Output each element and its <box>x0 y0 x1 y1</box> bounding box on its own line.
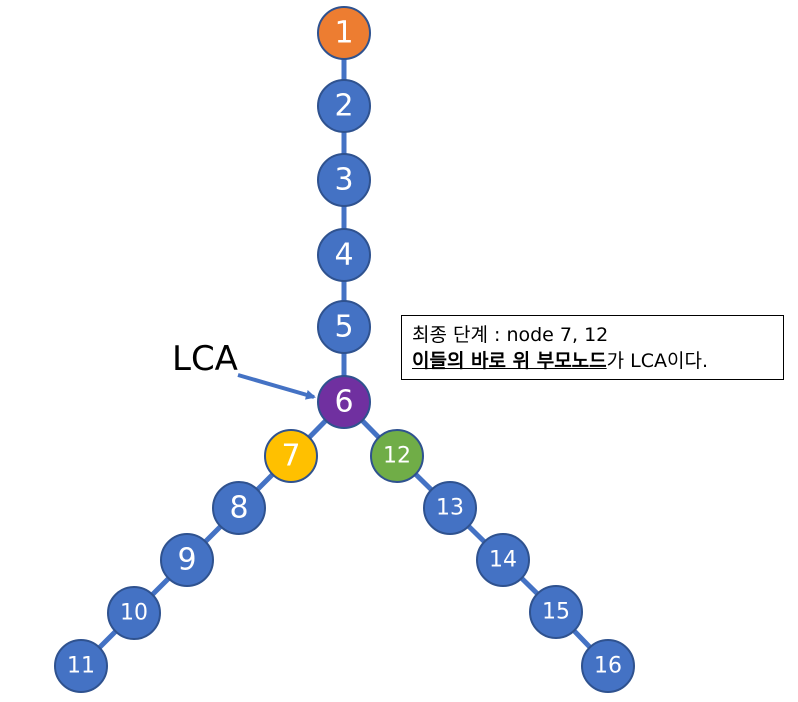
node-14: 14 <box>476 533 530 587</box>
node-4: 4 <box>317 228 371 282</box>
node-10: 10 <box>107 586 161 640</box>
node-circle-1 <box>317 6 371 60</box>
lca-arrow <box>237 373 316 400</box>
node-2: 2 <box>317 79 371 133</box>
node-label-7: 7 <box>281 439 300 474</box>
node-11: 11 <box>54 639 108 693</box>
node-label-12: 12 <box>383 444 411 469</box>
note-line-1: 최종 단계 : node 7, 12 <box>412 324 609 346</box>
node-8: 8 <box>212 481 266 535</box>
node-3: 3 <box>317 153 371 207</box>
node-circle-11 <box>54 639 108 693</box>
node-9: 9 <box>160 533 214 587</box>
node-circle-10 <box>107 586 161 640</box>
node-circle-9 <box>160 533 214 587</box>
node-circle-7 <box>264 429 318 483</box>
node-circle-4 <box>317 228 371 282</box>
node-label-2: 2 <box>334 89 353 124</box>
node-label-1: 1 <box>334 16 353 51</box>
node-circle-16 <box>581 639 635 693</box>
node-circle-14 <box>476 533 530 587</box>
node-1: 1 <box>317 6 371 60</box>
node-circle-12 <box>370 429 424 483</box>
node-circle-5 <box>317 300 371 354</box>
node-circle-2 <box>317 79 371 133</box>
node-label-16: 16 <box>594 654 622 679</box>
node-label-10: 10 <box>120 601 148 626</box>
node-label-14: 14 <box>489 548 517 573</box>
note-emphasis: 이들의 바로 위 부모노드 <box>412 350 607 372</box>
node-13: 13 <box>423 481 477 535</box>
node-label-11: 11 <box>67 654 95 679</box>
node-label-4: 4 <box>334 238 353 273</box>
node-circle-3 <box>317 153 371 207</box>
node-5: 5 <box>317 300 371 354</box>
node-12: 12 <box>370 429 424 483</box>
note-box: 최종 단계 : node 7, 12 이들의 바로 위 부모노드가 LCA이다. <box>401 315 784 380</box>
node-6: 6 <box>317 375 371 429</box>
node-label-9: 9 <box>177 543 196 578</box>
node-label-13: 13 <box>436 496 464 521</box>
node-label-15: 15 <box>542 600 570 625</box>
node-15: 15 <box>529 585 583 639</box>
lca-label: LCA <box>172 339 238 379</box>
node-16: 16 <box>581 639 635 693</box>
node-label-5: 5 <box>334 310 353 345</box>
note-rest: 가 LCA이다. <box>606 350 709 372</box>
node-circle-15 <box>529 585 583 639</box>
node-7: 7 <box>264 429 318 483</box>
node-circle-8 <box>212 481 266 535</box>
node-label-3: 3 <box>334 163 353 198</box>
note-line-2: 이들의 바로 위 부모노드가 LCA이다. <box>412 348 773 374</box>
node-circle-13 <box>423 481 477 535</box>
node-label-8: 8 <box>229 491 248 526</box>
node-label-6: 6 <box>334 385 353 420</box>
node-circle-6 <box>317 375 371 429</box>
